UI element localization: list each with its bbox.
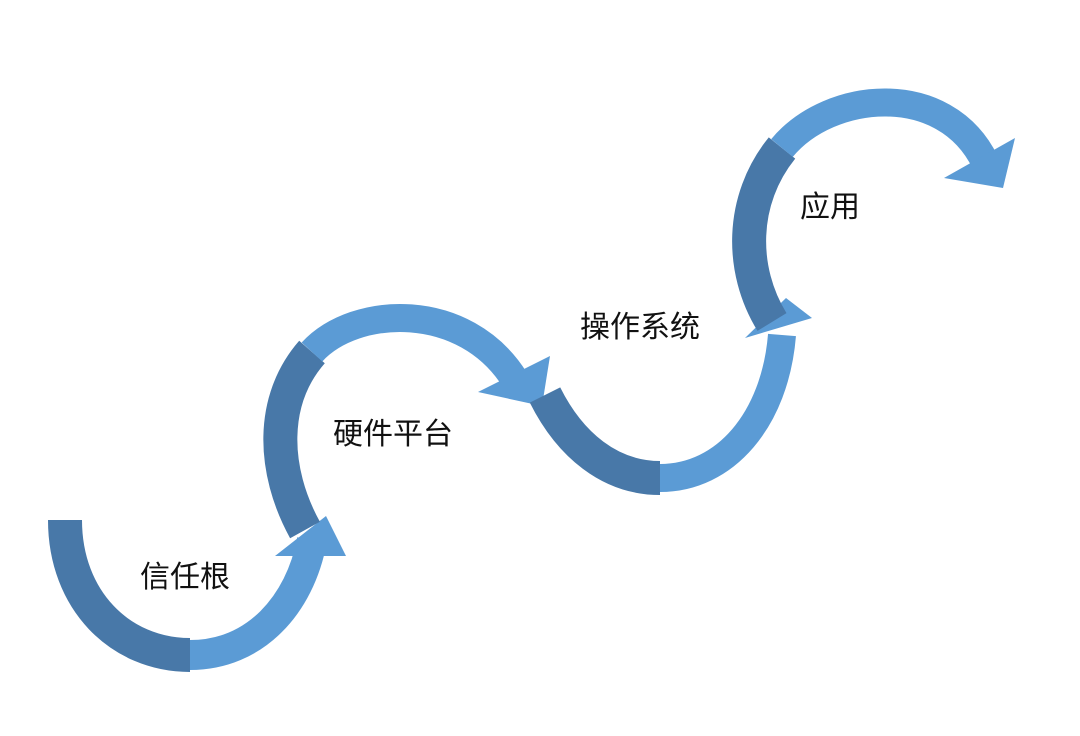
arrow-hardware-to-os xyxy=(263,304,550,539)
label-root-of-trust: 信任根 xyxy=(140,560,230,595)
label-application: 应用 xyxy=(800,190,860,225)
label-operating-system: 操作系统 xyxy=(580,310,700,345)
arrow-application-onward xyxy=(732,88,1015,331)
arrow-root-to-hardware xyxy=(48,516,346,672)
label-hardware-platform: 硬件平台 xyxy=(333,417,453,452)
